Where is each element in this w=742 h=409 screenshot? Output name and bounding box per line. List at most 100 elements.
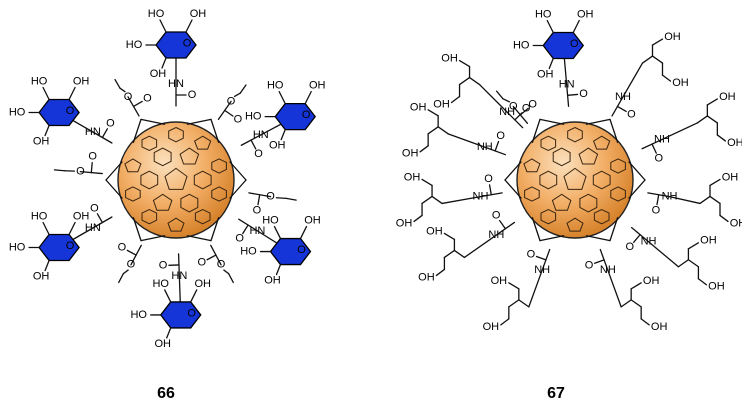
compound-66-label: 66 xyxy=(157,385,175,402)
ring-oxygen-label: O xyxy=(66,240,75,252)
fullerene-hexagon xyxy=(180,193,199,213)
fullerene-hexagon xyxy=(552,147,571,167)
ester-oxygen-label: O xyxy=(124,91,133,103)
fullerene-pentagon xyxy=(578,147,599,165)
ethyl-bond xyxy=(122,269,129,275)
serinol-bond xyxy=(640,318,650,326)
cyclopropane-bond xyxy=(609,217,619,242)
hydroxyl-label: OH xyxy=(664,31,681,43)
serinol-bond xyxy=(427,109,439,117)
carbonyl-bond xyxy=(101,128,109,139)
ester-substituent: OO xyxy=(118,241,142,284)
serinol-bond xyxy=(630,282,642,290)
hydroxyl-bond xyxy=(278,90,286,105)
fullerene-pentagon xyxy=(179,147,200,165)
carbonyl-bond xyxy=(566,93,579,96)
ester-oxygen-label: O xyxy=(76,166,85,178)
ethyl-bond xyxy=(53,169,66,172)
fullerene-hexagon xyxy=(540,209,557,225)
ethyl-bond xyxy=(223,269,230,275)
carbonyl-oxygen-label: O xyxy=(527,248,536,260)
fullerene-hexagon xyxy=(610,158,626,174)
carbonyl-oxygen-label: O xyxy=(254,148,263,160)
cyclopropane-bond xyxy=(210,118,220,143)
carbonyl-oxygen-label: O xyxy=(579,88,588,100)
ester-oxygen-label: O xyxy=(509,100,518,112)
hydroxyl-label: HO xyxy=(245,111,262,123)
carbonyl-oxygen-label: O xyxy=(585,259,594,271)
serinol-bond xyxy=(641,55,654,64)
serinol-bond xyxy=(699,195,711,205)
carbonyl-oxygen-label: O xyxy=(492,210,501,222)
cyclopropane-bond xyxy=(132,217,142,242)
compound-67-label: 67 xyxy=(547,385,565,402)
hydroxyl-label: HO xyxy=(240,245,257,257)
hydroxyl-bond xyxy=(275,263,282,276)
fullerene-sphere xyxy=(117,121,235,239)
serinol-branch: OH OH xyxy=(699,171,742,229)
hydroxyl-label: OH xyxy=(730,217,742,229)
carbonyl-bond xyxy=(96,213,104,224)
hydroxyl-label: OH xyxy=(150,68,167,80)
cyclopropane-bond xyxy=(585,118,611,125)
carbonyl-bond xyxy=(633,233,641,243)
serinol-bond xyxy=(431,195,443,205)
hydroxyl-label: OH xyxy=(190,8,207,20)
serinol-link-bond xyxy=(668,196,701,205)
hydroxyl-label: OH xyxy=(154,338,171,350)
serinol-bond xyxy=(435,268,446,277)
carbonyl-bond xyxy=(656,194,660,206)
hydroxyl-label: OH xyxy=(402,148,419,160)
hydroxyl-bond xyxy=(164,289,172,303)
carbonyl-oxygen-label: O xyxy=(234,113,243,125)
carbonyl-bond xyxy=(224,109,234,117)
serinol-bond xyxy=(630,299,642,308)
hydroxyl-label: OH xyxy=(304,214,321,226)
ring-oxygen-label: O xyxy=(66,105,75,117)
serinol-bond xyxy=(427,126,439,135)
cyclopropane-bond xyxy=(140,118,166,125)
fullerene-pentagon xyxy=(551,193,572,211)
carbonyl-oxygen-label: O xyxy=(627,108,636,120)
hydroxyl-label: OH xyxy=(73,210,90,222)
hydroxyl-bond xyxy=(68,221,76,236)
carbonyl-bond xyxy=(651,143,657,154)
carbonyl-bond xyxy=(514,112,523,121)
hydroxyl-bond xyxy=(42,86,50,101)
cyclopropane-bond xyxy=(140,235,166,242)
fullerene-pentagon xyxy=(523,158,541,173)
hydroxyl-label: HO xyxy=(130,309,147,321)
serinol-bond xyxy=(709,178,721,187)
ethyl-bond xyxy=(114,78,121,89)
fullerene-hexagon xyxy=(141,209,158,225)
carbonyl-bond xyxy=(90,161,93,174)
fullerene-pentagon xyxy=(167,217,185,232)
fullerene-core xyxy=(105,118,247,242)
ring-oxygen-label: O xyxy=(183,38,192,50)
serinol-bond xyxy=(706,115,719,124)
hydroxyl-bond xyxy=(166,327,172,339)
hydroxyl-label: OH xyxy=(722,171,739,183)
hydroxyl-bond xyxy=(44,259,50,272)
hydroxyl-label: OH xyxy=(643,275,660,287)
fullerene-pentagon xyxy=(563,167,587,190)
carbonyl-bond xyxy=(594,259,605,264)
hydroxyl-label: OH xyxy=(404,171,421,183)
fullerene-hexagon xyxy=(140,170,159,190)
serinol-bond xyxy=(709,195,721,205)
ethyl-bond xyxy=(502,98,511,103)
hydroxyl-label: HO xyxy=(126,39,143,51)
serinol-bond xyxy=(421,178,433,187)
serinol-bond xyxy=(458,59,471,68)
